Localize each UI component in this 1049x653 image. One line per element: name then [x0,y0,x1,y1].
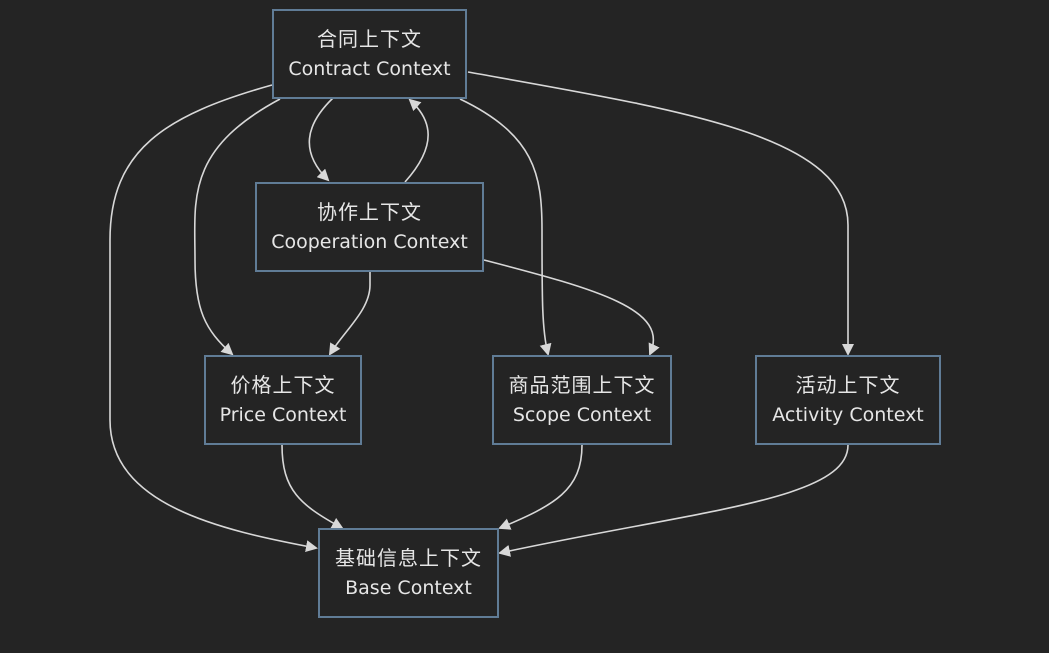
price-context-node[interactable]: 价格上下文 Price Context [204,355,362,445]
activity-context-en-label: Activity Context [772,404,924,426]
base-context-zh-label: 基础信息上下文 [335,546,482,570]
cooperation-context-node[interactable]: 协作上下文 Cooperation Context [255,182,484,272]
edge-cooperation-to-scope [483,259,660,356]
edge-contract-to-activity [467,71,854,356]
edge-scope-to-base [498,444,583,530]
price-context-en-label: Price Context [219,404,347,426]
base-context-node[interactable]: 基础信息上下文 Base Context [318,528,499,618]
edge-contract-to-price [193,98,281,356]
edge-activity-to-base [498,444,849,557]
contract-context-zh-label: 合同上下文 [317,27,422,51]
activity-context-zh-label: 活动上下文 [795,373,901,397]
edge-cooperation-to-price [328,272,371,356]
edge-price-to-base [281,444,344,529]
base-context-en-label: Base Context [345,577,472,599]
edge-contract-to-base [109,84,318,553]
edge-contract-to-scope [459,98,552,356]
activity-context-node[interactable]: 活动上下文 Activity Context [755,355,941,445]
contract-context-en-label: Contract Context [288,58,451,80]
price-context-zh-label: 价格上下文 [230,373,336,397]
scope-context-en-label: Scope Context [512,404,652,426]
edge-cooperation-to-contract [404,98,429,183]
scope-context-zh-label: 商品范围上下文 [508,373,656,397]
cooperation-context-zh-label: 协作上下文 [317,200,422,224]
scope-context-node[interactable]: 商品范围上下文 Scope Context [492,355,672,445]
cooperation-context-en-label: Cooperation Context [271,231,468,253]
contract-context-node[interactable]: 合同上下文 Contract Context [272,9,467,99]
edge-contract-to-cooperation [308,97,334,182]
